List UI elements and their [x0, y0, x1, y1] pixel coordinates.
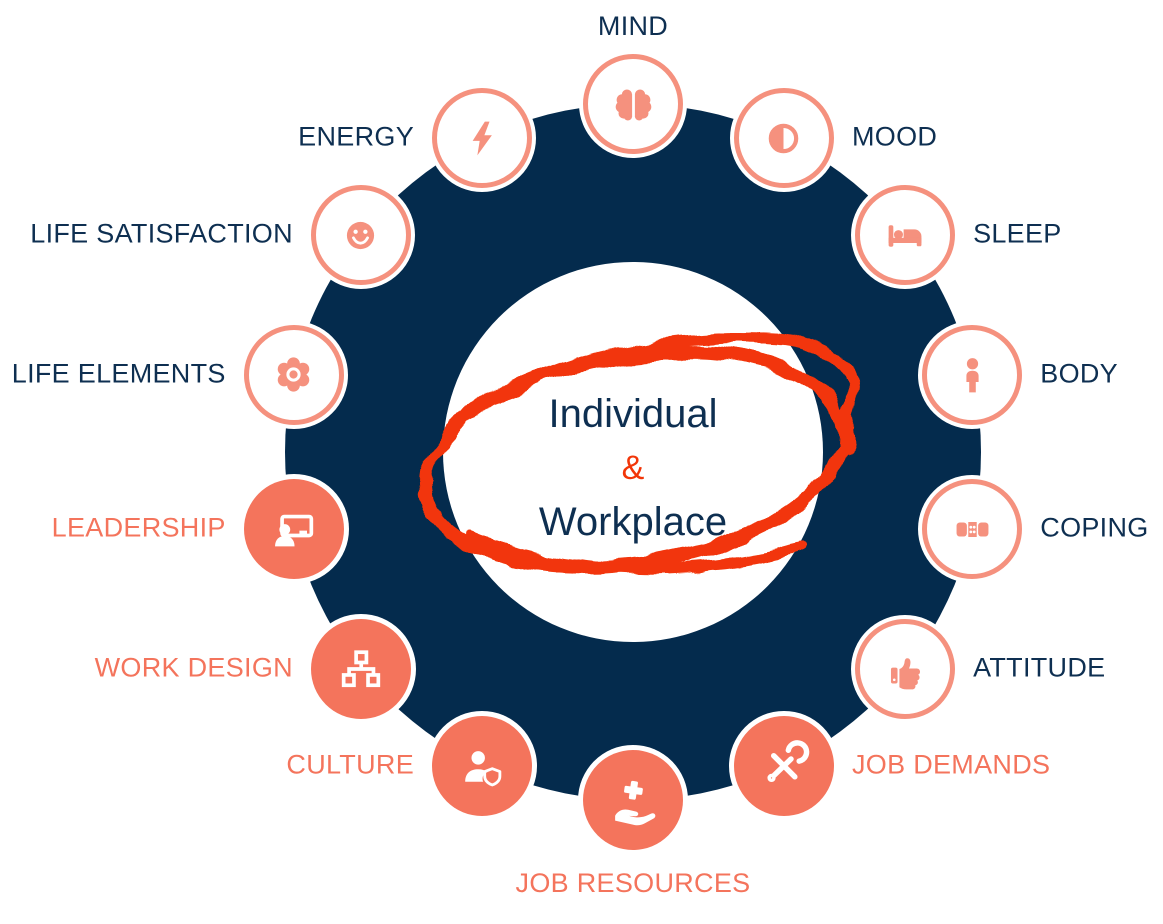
- center-ampersand: &: [621, 449, 645, 487]
- user-shield-icon: [432, 715, 532, 816]
- node-label-energy: ENERGY: [298, 121, 414, 152]
- node-label-attitude: ATTITUDE: [973, 652, 1106, 683]
- node-label-job-demands: JOB DEMANDS: [851, 748, 1051, 779]
- bandage-icon: [922, 479, 1023, 580]
- node-coping: COPING: [922, 479, 1148, 580]
- node-label-coping: COPING: [1040, 512, 1149, 543]
- node-job-resources: JOB RESOURCES: [516, 750, 750, 898]
- tools-icon: [733, 715, 834, 816]
- node-label-life-elements: LIFE ELEMENTS: [11, 357, 226, 388]
- node-attitude: ATTITUDE: [855, 618, 1105, 719]
- contrast-icon: [733, 88, 834, 189]
- node-leadership: LEADERSHIP: [52, 479, 344, 580]
- node-life-satisfaction: LIFE SATISFACTION: [30, 185, 411, 286]
- node-mind: MIND: [583, 11, 683, 154]
- node-life-elements: LIFE ELEMENTS: [12, 324, 344, 425]
- hand-plus-icon: [583, 750, 683, 850]
- thumbs-up-icon: [855, 618, 956, 719]
- presenter-icon: [243, 479, 344, 580]
- node-label-sleep: SLEEP: [973, 218, 1062, 249]
- atom-icon: [243, 324, 344, 425]
- node-label-culture: CULTURE: [286, 748, 414, 779]
- node-body: BODY: [922, 324, 1118, 425]
- node-work-design: WORK DESIGN: [95, 618, 411, 719]
- person-icon: [922, 324, 1023, 425]
- node-label-leadership: LEADERSHIP: [51, 512, 226, 543]
- node-sleep: SLEEP: [855, 185, 1061, 286]
- sitemap-icon: [310, 618, 411, 719]
- center-title: Individual & Workplace: [539, 387, 727, 549]
- center-line-individual: Individual: [548, 392, 718, 436]
- smiley-icon: [310, 185, 411, 286]
- node-mood: MOOD: [733, 88, 937, 189]
- node-label-mind: MIND: [597, 11, 669, 41]
- node-label-job-resources: JOB RESOURCES: [515, 868, 751, 898]
- node-energy: ENERGY: [298, 88, 532, 189]
- node-label-body: BODY: [1040, 357, 1118, 388]
- brain-icon: [583, 54, 683, 154]
- node-label-mood: MOOD: [851, 121, 938, 152]
- node-culture: CULTURE: [286, 715, 532, 816]
- node-label-work-design: WORK DESIGN: [94, 652, 293, 683]
- center-line-workplace: Workplace: [538, 500, 728, 544]
- node-job-demands: JOB DEMANDS: [733, 715, 1050, 816]
- bolt-icon: [432, 88, 532, 189]
- bed-icon: [855, 185, 956, 286]
- node-label-life-satisfaction: LIFE SATISFACTION: [30, 218, 293, 249]
